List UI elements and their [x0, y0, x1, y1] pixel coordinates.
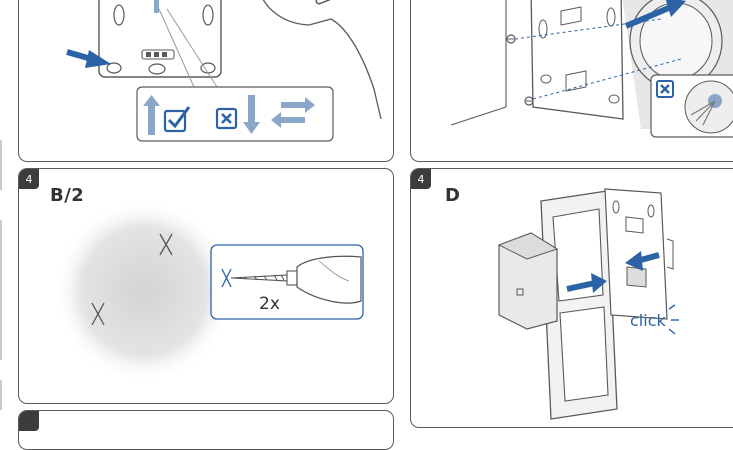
plate-slot-tr: [202, 4, 214, 26]
arrow-up-icon: [143, 95, 160, 135]
drill-mark-bottom: [91, 302, 105, 326]
orientation-mark: [154, 0, 159, 13]
drill-illustration: 2x: [54, 199, 364, 383]
blue-arrow-shaft: [624, 4, 673, 29]
mounting-plate: [98, 0, 222, 78]
drill-count-label: 2x: [259, 294, 280, 314]
panel-next-left-edge: [18, 410, 394, 450]
checkbox-x-icon: [215, 107, 238, 130]
click-sound-marks: [668, 304, 679, 335]
screw-bottom: [524, 96, 534, 106]
mounting-plate-illustration: [66, 0, 382, 142]
drill-mark-callout: [221, 268, 232, 288]
panel-drill-holes: 4 B/2 2x: [18, 168, 394, 404]
mounting-plate-perspective: [530, 0, 624, 120]
step-badge: 4: [411, 169, 431, 189]
arrow-down-icon: [243, 95, 260, 134]
checkbox-x-icon: [656, 80, 674, 98]
blue-arrow-head: [85, 50, 111, 68]
swap-arrows-icon: [271, 97, 315, 128]
edge-line-top: [0, 140, 2, 190]
click-label: click: [630, 311, 666, 330]
checkbox-checked-icon: [163, 106, 191, 133]
flush-insert: [604, 188, 668, 320]
plate-terminal: [141, 49, 175, 60]
wall-box-illustration: [431, 0, 733, 161]
screw-left: [506, 34, 516, 44]
panel-mounting-plate-orientation: [18, 0, 394, 162]
drill-mark-top: [159, 233, 173, 256]
frame-assembly-illustration: click: [497, 188, 679, 420]
edge-line-mid: [0, 220, 2, 360]
step-badge-partial: [19, 411, 39, 431]
panel-label: D: [445, 185, 461, 206]
blue-arrow-cover: [566, 280, 596, 292]
drill-body: [296, 255, 362, 304]
plate-slot-bottom: [148, 63, 166, 75]
cover-led: [516, 288, 524, 296]
frame-opening-bottom: [559, 306, 609, 402]
plate-slot-tl: [113, 4, 125, 26]
step-badge: 4: [19, 169, 39, 189]
drill-chuck: [286, 270, 298, 286]
edge-line-bottom: [0, 380, 2, 410]
wall-area: [54, 199, 234, 383]
panel-label: B/2: [50, 185, 85, 206]
plate-slot-bl: [106, 62, 122, 74]
panel-mounting-box-install: [410, 0, 733, 162]
panel-frame-assembly: 4 D click: [410, 168, 733, 428]
hand-outline: [262, 0, 382, 120]
blue-arrow-head: [665, 0, 686, 17]
